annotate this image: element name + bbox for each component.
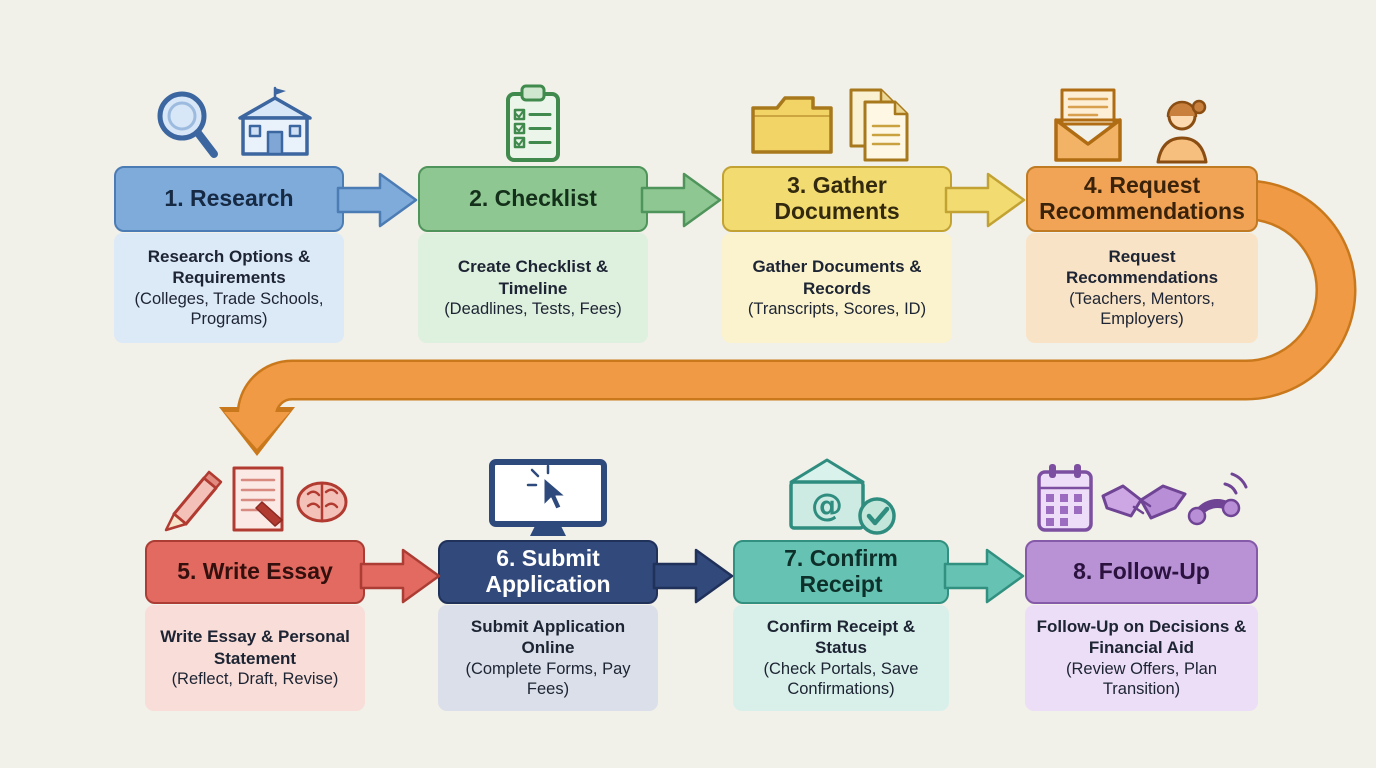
step-7-detail: (Check Portals, Save Confirmations) [763,659,919,699]
step-6-body: Submit Application Online (Complete Form… [438,605,658,711]
arrow-step3-to-step4-icon [944,172,1026,228]
step-3-header: 3. Gather Documents [722,166,952,232]
step-8-header: 8. Follow-Up [1025,540,1258,604]
step-4-body: Request Recommendations (Teachers, Mento… [1026,233,1258,343]
step-4-header: 4. Request Recommendations [1026,166,1258,232]
step-7-title: 7. Confirm Receipt [784,545,898,597]
step-2-body: Create Checklist & Timeline (Deadlines, … [418,233,648,343]
step-3-icon-svg [751,88,909,162]
step-1-title: 1. Research [164,185,294,212]
step-3-title: 3. Gather Documents [774,172,900,224]
arrow-step6-to-step7-icon [652,548,734,604]
step-6-title: 6. Submit Application [485,545,611,597]
recommendation-letter-icon [1054,88,1122,162]
arrow-step2-to-step3-icon [640,172,722,228]
step-8-detail: (Review Offers, Plan Transition) [1066,659,1217,699]
check-circle-icon [858,497,896,535]
step-2-checklist: 2. Checklist Create Checklist & Timeline… [418,80,648,343]
step-7-icon-svg: @ [789,458,896,535]
step-8-follow-up: 8. Follow-Up Follow-Up on Decisions & Fi… [1025,458,1258,711]
arrow-step7-to-step8-icon [943,548,1025,604]
step-2-header: 2. Checklist [418,166,648,232]
step-6-header: 6. Submit Application [438,540,658,604]
step-4-icon-svg [1054,88,1208,164]
step-5-write-essay: 5. Write Essay Write Essay & Personal St… [145,458,365,711]
step-3-body: Gather Documents & Records (Transcripts,… [722,233,952,343]
step-8-summary: Follow-Up on Decisions & Financial Aid [1036,616,1247,658]
step-1-icon-svg [157,86,312,158]
step-7-body: Confirm Receipt & Status (Check Portals,… [733,605,949,711]
checklist-icon [506,84,560,162]
step-1-body: Research Options & Requirements (College… [114,233,344,343]
step-8-icon-svg [1036,464,1247,532]
step-4-summary: Request Recommendations [1065,246,1219,288]
step-4-icons [1052,80,1232,164]
step-7-icons: @ [785,458,897,538]
step-3-icons [747,80,927,164]
step-7-summary: Confirm Receipt & Status [766,616,916,658]
recommender-person-icon [1156,99,1208,164]
step-5-body: Write Essay & Personal Statement (Reflec… [145,605,365,711]
folder-icon [751,96,833,154]
calendar-icon [1036,464,1093,532]
step-5-header: 5. Write Essay [145,540,365,604]
step-5-summary: Write Essay & Personal Statement [160,627,350,668]
step-2-icons [503,80,563,164]
magnifier-icon [157,91,218,158]
step-7-confirm-receipt: @ 7. Confirm Receipt Confirm Receipt & S… [733,458,949,711]
step-4-title: 4. Request Recommendations [1039,172,1245,224]
step-4-request-recommendations: 4. Request Recommendations Request Recom… [1026,80,1258,343]
step-3-summary: Gather Documents & Records [752,257,922,298]
phone-icon [1187,472,1247,526]
step-2-icon-svg [506,84,560,162]
step-8-icons [1035,458,1249,538]
step-5-icon-svg [164,466,348,532]
step-1-header: 1. Research [114,166,344,232]
step-5-detail: (Reflect, Draft, Revise) [171,670,339,689]
step-5-title: 5. Write Essay [177,558,333,585]
step-6-detail: (Complete Forms, Pay Fees) [465,659,631,699]
step-7-header: 7. Confirm Receipt [733,540,949,604]
handshake-icon [1101,484,1186,520]
pencil-icon [164,470,223,532]
step-2-detail: (Deadlines, Tests, Fees) [444,300,622,319]
school-building-icon [238,86,312,156]
email-confirmation-icon: @ [789,458,865,530]
svg-text:@: @ [811,486,843,524]
step-1-summary: Research Options & Requirements [147,246,311,288]
step-4-detail: (Teachers, Mentors, Employers) [1069,289,1215,329]
step-8-body: Follow-Up on Decisions & Financial Aid (… [1025,605,1258,711]
step-2-title: 2. Checklist [469,185,597,212]
step-8-title: 8. Follow-Up [1073,558,1210,585]
step-6-submit-application: 6. Submit Application Submit Application… [438,458,658,711]
brain-icon [296,481,348,523]
step-3-gather-documents: 3. Gather Documents Gather Documents & R… [722,80,952,343]
step-6-icons [486,458,610,538]
documents-icon [849,88,909,162]
step-3-detail: (Transcripts, Scores, ID) [747,300,927,319]
step-1-research: 1. Research Research Options & Requireme… [114,80,344,343]
step-1-icons [144,80,314,164]
arrow-step5-to-step6-icon [359,548,441,604]
step-6-summary: Submit Application Online [470,616,626,658]
essay-document-icon [232,466,284,532]
step-1-detail: (Colleges, Trade Schools, Programs) [134,289,324,329]
arrow-step1-to-step2-icon [336,172,418,228]
step-2-summary: Create Checklist & Timeline [457,257,609,298]
monitor-cursor-icon [489,459,607,536]
step-5-icons [158,458,352,538]
step-6-icon-svg [489,459,607,536]
